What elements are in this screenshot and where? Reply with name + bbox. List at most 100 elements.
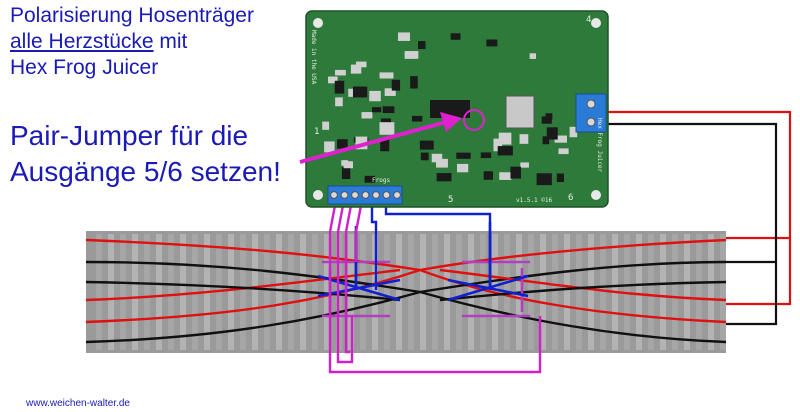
smd-component [480, 152, 492, 159]
smd-component [361, 112, 373, 119]
smd-component [335, 97, 343, 107]
smd-component [350, 64, 362, 74]
rails [85, 238, 727, 344]
terminal-screw [372, 191, 380, 199]
smd-component [404, 51, 419, 59]
rail-black-inner [85, 280, 727, 302]
sleeper [144, 234, 150, 350]
smd-component [382, 106, 395, 114]
output-label-4: 4 [586, 15, 591, 25]
sleeper [108, 234, 114, 350]
smd-component [328, 76, 338, 84]
sleeper [444, 234, 450, 350]
smd-component [436, 173, 452, 182]
smd-component [545, 113, 553, 120]
smd-component [335, 69, 346, 76]
board-label-frogs: Frogs [372, 177, 390, 184]
smd-component [546, 127, 558, 140]
smd-component [391, 79, 401, 91]
smd-component [369, 90, 381, 102]
smd-component [510, 166, 521, 179]
jumper-circle [463, 109, 485, 131]
smd-component [411, 115, 423, 122]
board-label-made: Made in the USA [310, 30, 317, 85]
track-power-wires [606, 110, 792, 326]
sleeper [276, 234, 282, 350]
terminal-screw [330, 191, 338, 199]
sleeper [132, 234, 138, 350]
smd-component [348, 88, 357, 97]
smd-component [541, 116, 552, 124]
wire-magenta-1 [328, 199, 542, 374]
output-label-1: 1 [314, 127, 319, 137]
smd-component [352, 86, 368, 98]
sleeper [252, 234, 258, 350]
smd-component [456, 152, 471, 159]
terminal-screw [361, 191, 370, 199]
smd-component [355, 136, 368, 150]
sleeper [156, 234, 162, 350]
wire-magenta-4 [354, 199, 364, 262]
sleeper [96, 234, 102, 350]
smd-component [334, 80, 345, 94]
sleeper [408, 234, 414, 350]
smd-component [341, 166, 351, 180]
sleeper [552, 234, 558, 350]
terminal-screw [382, 191, 391, 199]
smd-component [420, 152, 429, 161]
frog-markings [317, 222, 530, 318]
wire-magenta-2 [336, 199, 354, 364]
terminal-screw [351, 191, 359, 199]
smd-component [379, 72, 394, 79]
smd-component [324, 141, 335, 153]
sleeper [360, 234, 366, 350]
frog-juicer-board: Frogs Made in the USA Hex Frog Juicer v1… [305, 10, 609, 208]
smd-component [379, 122, 395, 135]
smd-component [556, 173, 564, 183]
smd-component [384, 88, 396, 96]
sleeper [540, 234, 546, 350]
sleeper [168, 234, 174, 350]
callout-line-2: Ausgänge 5/6 setzen! [10, 156, 281, 187]
wire-black-main [606, 122, 778, 326]
sleeper [384, 234, 390, 350]
smd-component [520, 162, 529, 168]
regulator [505, 95, 535, 129]
callout-line-1: Pair-Jumper für die [10, 120, 249, 151]
smd-component [322, 121, 330, 130]
smd-component [554, 135, 567, 143]
smd-component [483, 171, 493, 180]
sleeper [660, 234, 666, 350]
smd-component [450, 33, 461, 40]
smd-component [431, 153, 443, 163]
smd-component [558, 148, 569, 155]
sleeper [324, 234, 330, 350]
smd-component [456, 163, 469, 173]
sleeper [456, 234, 462, 350]
sleeper [240, 234, 246, 350]
smd-component [498, 132, 512, 145]
sleeper [288, 234, 294, 350]
sleeper [648, 234, 654, 350]
smd-component [364, 175, 376, 183]
title-line-2: alle Herzstücke mit [10, 30, 187, 53]
sleeper [600, 234, 606, 350]
smd-component [337, 139, 348, 149]
sleeper [720, 234, 726, 350]
board-label-ref: v1.5.1 ©16 [516, 197, 553, 204]
smd-component [418, 41, 426, 50]
smd-component [569, 126, 578, 138]
smd-component [536, 173, 552, 186]
smd-component [380, 138, 390, 152]
sleeper [684, 234, 690, 350]
smd-component [542, 136, 550, 145]
smd-component [499, 172, 512, 180]
sleeper [588, 234, 594, 350]
sleeper [480, 234, 486, 350]
board-label-product: Hex Frog Juicer [596, 118, 603, 173]
smd-component [398, 32, 411, 41]
footer-url[interactable]: www.weichen-walter.de [26, 398, 130, 409]
sleeper [672, 234, 678, 350]
terminal-screw [393, 191, 401, 199]
sleeper [348, 234, 354, 350]
